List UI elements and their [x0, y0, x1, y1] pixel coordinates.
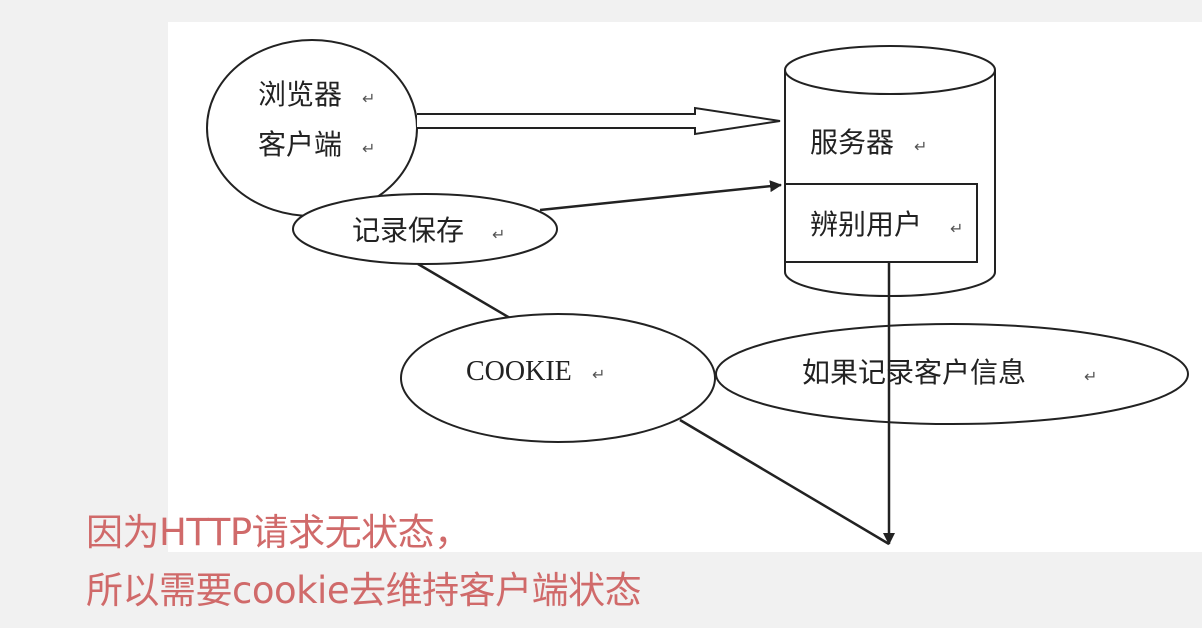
- server-label: 服务器: [810, 126, 894, 159]
- cookie-label: COOKIE: [466, 356, 572, 387]
- browser-label-line1: 浏览器: [258, 78, 342, 111]
- return-mark: ↵: [914, 137, 927, 156]
- identify-user-box: [784, 183, 978, 263]
- return-mark: ↵: [592, 365, 605, 384]
- save-to-server-arrow: [539, 180, 782, 212]
- caption-line-2: 所以需要cookie去维持客户端状态: [86, 569, 642, 612]
- cookie-to-meet-line: [679, 418, 890, 546]
- return-mark: ↵: [362, 89, 375, 108]
- cookie-ellipse: [400, 313, 716, 443]
- save-ellipse: [292, 193, 558, 265]
- browser-label-line2: 客户端: [258, 128, 342, 161]
- save-to-cookie-line: [417, 262, 511, 320]
- return-mark: ↵: [362, 139, 375, 158]
- return-mark: ↵: [492, 225, 505, 244]
- return-mark: ↵: [1084, 367, 1097, 386]
- return-mark: ↵: [950, 219, 963, 238]
- request-arrow: [417, 106, 781, 136]
- caption-line-1: 因为HTTP请求无状态，: [86, 511, 471, 554]
- identify-user-label: 辨别用户: [810, 208, 922, 241]
- save-label: 记录保存: [352, 214, 464, 247]
- if-record-label: 如果记录客户信息: [802, 356, 1026, 389]
- if-record-ellipse: [715, 323, 1189, 425]
